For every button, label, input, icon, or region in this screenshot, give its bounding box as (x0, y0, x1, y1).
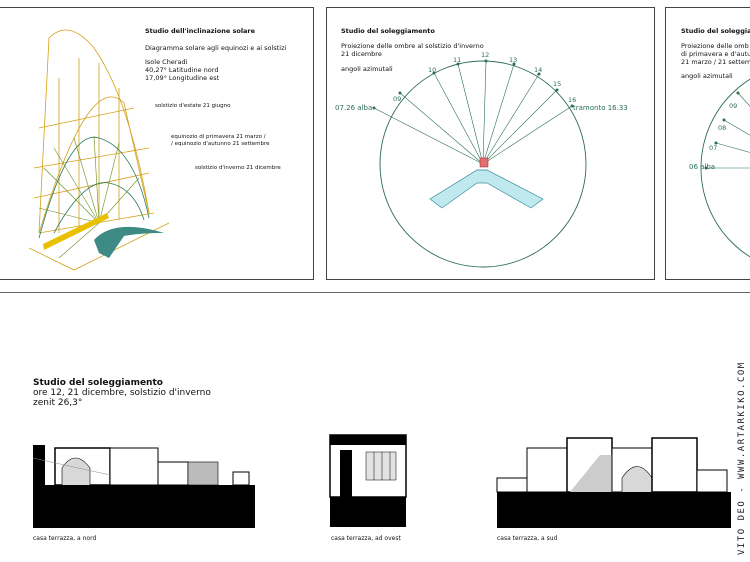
section-title: Studio del soleggiamento (33, 378, 163, 388)
hour-label-14: 14 (534, 66, 543, 74)
panel3-line-1: Proiezione delle omb (681, 42, 749, 50)
hour-label-15: 15 (553, 80, 562, 88)
caption-south: casa terrazza, a sud (497, 535, 558, 542)
panel1-title: Studio dell'inclinazione solare (145, 27, 256, 35)
place-name: Isole Cheradi (145, 58, 188, 66)
section-west (329, 434, 407, 527)
shadow-projection-winter-panel: Studio del soleggiamento Proiezione dell… (326, 7, 655, 280)
sun-path-3d-diagram (28, 29, 170, 271)
section-line-1: ore 12, 21 dicembre, solstizio d'inverno (33, 388, 211, 398)
section-heading: Studio del soleggiamento ore 12, 21 dice… (33, 378, 211, 408)
section-north (32, 445, 255, 528)
panel3-line-2: di primavera e d'autu (681, 50, 750, 58)
azimuth-angles-label: angoli azimutali (341, 65, 393, 73)
section-line-2: zenit 26,3° (33, 398, 83, 408)
caption-west: casa terrazza, ad ovest (331, 535, 401, 542)
panel2-title: Studio del soleggiamento (341, 27, 435, 35)
panel3-sunrise: 06 alba (689, 163, 716, 171)
caption-north: casa terrazza, a nord (33, 535, 97, 542)
panel3-title: Studio del soleggiamento (681, 27, 750, 35)
shadow-projection-equinox-panel: Studio del soleggiamento Proiezione dell… (665, 7, 750, 280)
azimuth-diagram-equinox (700, 78, 750, 258)
winter-solstice-label: solstizio d'inverno 21 dicembre (195, 165, 281, 171)
panel3-line-3: 21 marzo / 21 settem (681, 58, 750, 66)
hour-label-11: 11 (453, 56, 462, 64)
hour-label-09: 09 (393, 95, 402, 103)
panel3-hour-07: 07 (709, 144, 718, 152)
panel1-subtitle: Diagramma solare agli equinozi e ai sols… (145, 44, 287, 52)
longitude: 17,09° Longitudine est (145, 74, 220, 82)
hour-label-12: 12 (481, 51, 490, 59)
summer-solstice-label: solstizio d'estate 21 giugno (155, 103, 231, 109)
sunrise-label: 07.26 alba (335, 104, 373, 112)
equinox-label-1: equinozio di primavera 21 marzo / (171, 134, 266, 140)
sunset-label: tramonto 16.33 (573, 104, 628, 112)
credit-vertical: VITO DEO - WWW.ARTARKIKO.COM (737, 361, 747, 555)
panel3-hour-09: 09 (729, 102, 738, 110)
equinox-label-2: / equinozio d'autunno 21 settembre (171, 141, 270, 147)
solar-inclination-panel: Studio dell'inclinazione solare Diagramm… (0, 7, 314, 280)
panel3-azimuth-label: angoli azimutali (681, 72, 733, 80)
credit-text: VITO DEO - WWW.ARTARKIKO.COM (737, 361, 747, 555)
hour-label-10: 10 (428, 66, 437, 74)
divider (0, 292, 750, 293)
latitude: 40,27° Latitudine nord (145, 66, 219, 74)
section-south (496, 437, 731, 528)
hour-label-16: 16 (568, 96, 577, 104)
hour-label-13: 13 (509, 56, 518, 64)
panel3-hour-08: 08 (718, 124, 727, 132)
azimuth-diagram (372, 59, 587, 268)
panel2-subtitle-1: Proiezione delle ombre al solstizio d'in… (341, 42, 484, 50)
panel2-subtitle-2: 21 dicembre (341, 50, 382, 58)
